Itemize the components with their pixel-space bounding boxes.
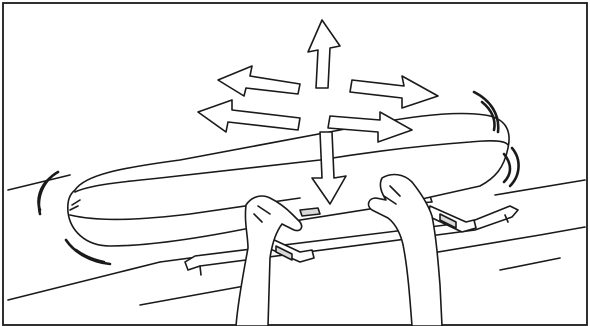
roof-box-icon [67, 112, 510, 247]
car-roof [7, 174, 586, 306]
arrow-left-icon [217, 65, 301, 97]
arrow-up-icon [307, 19, 341, 89]
motion-lines-icon [37, 90, 520, 266]
arrow-right-icon [349, 75, 439, 109]
arrow-forward-left-icon [197, 99, 301, 133]
arrow-forward-right-icon [327, 111, 413, 143]
arrow-down-icon [311, 131, 347, 205]
hand-icon [235, 173, 443, 326]
